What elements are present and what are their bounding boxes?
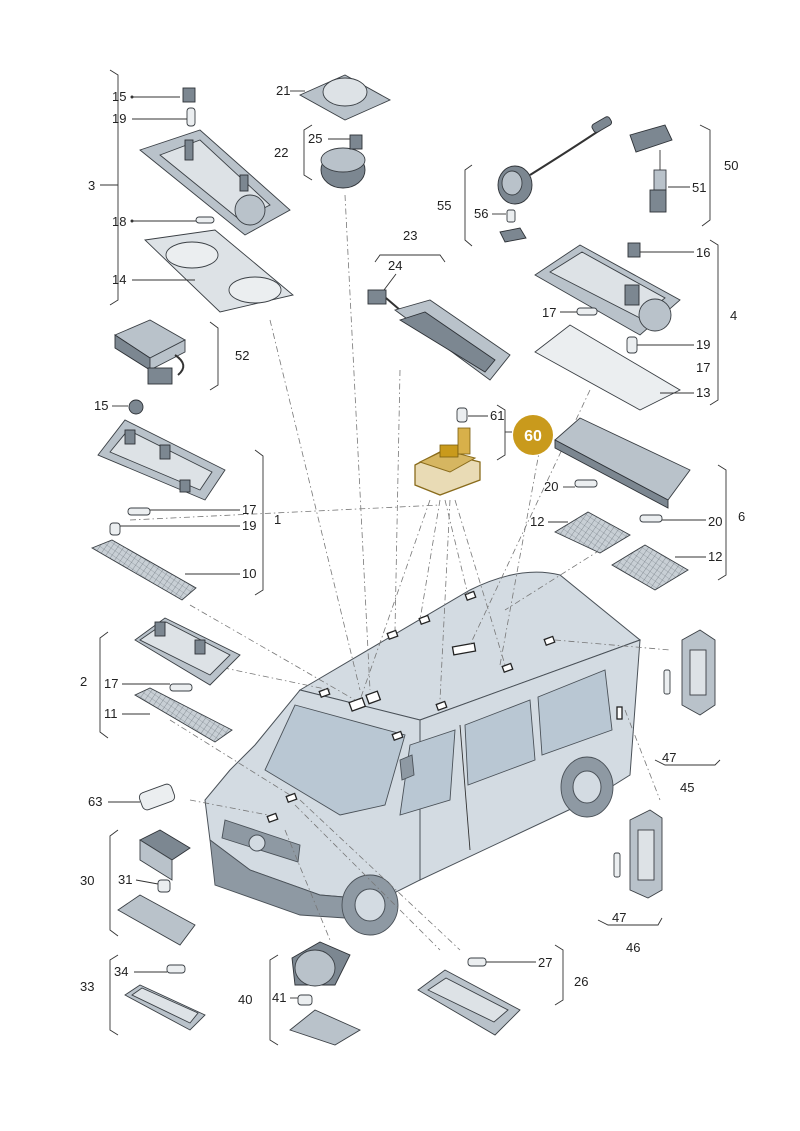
callout-15[interactable]: 15 (94, 398, 108, 413)
part-63 (138, 783, 176, 811)
callout-25[interactable]: 25 (308, 131, 322, 146)
callout-22[interactable]: 22 (274, 145, 288, 160)
callout-41[interactable]: 41 (272, 990, 286, 1005)
part-group-3 (100, 69, 294, 313)
part-group-45 (654, 629, 721, 766)
part-group-40 (269, 941, 361, 1046)
highlight-label: 60 (524, 428, 542, 445)
callout-labels: 15 19 3 18 14 21 25 22 50 51 55 56 23 24… (80, 83, 745, 1007)
callout-18[interactable]: 18 (112, 214, 126, 229)
callout-61[interactable]: 61 (490, 408, 504, 423)
callout-10[interactable]: 10 (242, 566, 256, 581)
part-group-6 (554, 417, 727, 591)
callout-20[interactable]: 20 (708, 514, 722, 529)
callout-17[interactable]: 17 (242, 502, 256, 517)
part-group-52 (114, 319, 219, 391)
callout-21[interactable]: 21 (276, 83, 290, 98)
callout-23[interactable]: 23 (403, 228, 417, 243)
part-group-33 (109, 954, 206, 1036)
callout-63[interactable]: 63 (88, 794, 102, 809)
callout-27[interactable]: 27 (538, 955, 552, 970)
callout-3[interactable]: 3 (88, 178, 95, 193)
part-group-1 (90, 399, 264, 601)
callout-2[interactable]: 2 (80, 674, 87, 689)
callout-13[interactable]: 13 (696, 385, 710, 400)
callout-34[interactable]: 34 (114, 964, 128, 979)
callout-40[interactable]: 40 (238, 992, 252, 1007)
part-group-50 (629, 124, 711, 227)
callout-19[interactable]: 19 (112, 111, 126, 126)
callout-24[interactable]: 24 (388, 258, 402, 273)
callout-45[interactable]: 45 (680, 780, 694, 795)
callout-12[interactable]: 12 (530, 514, 544, 529)
van-illustration (204, 571, 642, 936)
callout-1[interactable]: 1 (274, 512, 281, 527)
callout-11[interactable]: 11 (104, 706, 118, 721)
callout-12[interactable]: 12 (708, 549, 722, 564)
callout-6[interactable]: 6 (738, 509, 745, 524)
part-group-22 (298, 74, 392, 189)
part-group-46 (597, 809, 663, 926)
callout-30[interactable]: 30 (80, 873, 94, 888)
callout-52[interactable]: 52 (235, 348, 249, 363)
callout-19[interactable]: 19 (696, 337, 710, 352)
callout-50[interactable]: 50 (724, 158, 738, 173)
callout-46[interactable]: 46 (626, 940, 640, 955)
callout-4[interactable]: 4 (730, 308, 737, 323)
callout-56[interactable]: 56 (474, 206, 488, 221)
callout-15[interactable]: 15 (112, 89, 126, 104)
part-group-23 (367, 254, 511, 381)
callout-47[interactable]: 47 (612, 910, 626, 925)
callout-16[interactable]: 16 (696, 245, 710, 260)
callout-20[interactable]: 20 (544, 479, 558, 494)
part-group-60 (414, 404, 512, 496)
callout-14[interactable]: 14 (112, 272, 126, 287)
callout-19[interactable]: 19 (242, 518, 256, 533)
callout-17[interactable]: 17 (542, 305, 556, 320)
callout-55[interactable]: 55 (437, 198, 451, 213)
part-group-30 (109, 829, 196, 946)
callout-47[interactable]: 47 (662, 750, 676, 765)
part-group-2 (99, 617, 241, 743)
callout-33[interactable]: 33 (80, 979, 94, 994)
highlight-badge[interactable]: 60 (513, 415, 553, 455)
callout-17[interactable]: 17 (696, 360, 710, 375)
leader-lines (129, 194, 671, 951)
part-group-4 (534, 239, 719, 411)
part-group-55 (464, 116, 613, 247)
part-group-26 (417, 944, 564, 1036)
callout-51[interactable]: 51 (692, 180, 706, 195)
callout-31[interactable]: 31 (118, 872, 132, 887)
callout-26[interactable]: 26 (574, 974, 588, 989)
callout-17[interactable]: 17 (104, 676, 118, 691)
